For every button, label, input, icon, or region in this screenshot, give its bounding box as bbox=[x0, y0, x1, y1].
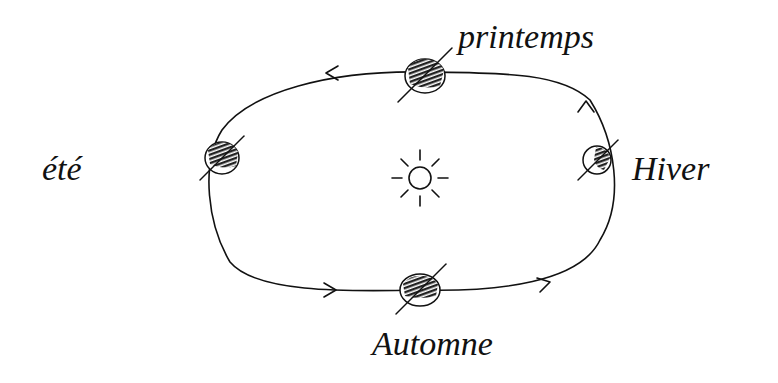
orbit-path bbox=[209, 72, 615, 291]
orbit-arrow bbox=[324, 283, 336, 297]
earth-symbol bbox=[396, 264, 446, 314]
earth-symbol bbox=[398, 48, 452, 102]
season-label: Hiver bbox=[632, 150, 709, 187]
earth-symbol bbox=[200, 136, 244, 180]
orbit-arrow bbox=[326, 66, 338, 80]
sun-symbol bbox=[392, 150, 448, 206]
season-label: été bbox=[42, 150, 82, 187]
earth-symbol bbox=[578, 140, 618, 180]
season-label: Automne bbox=[372, 325, 493, 362]
orbit-arrow bbox=[578, 101, 594, 112]
season-label: printemps bbox=[458, 18, 594, 55]
orbit-arrow bbox=[537, 278, 550, 292]
